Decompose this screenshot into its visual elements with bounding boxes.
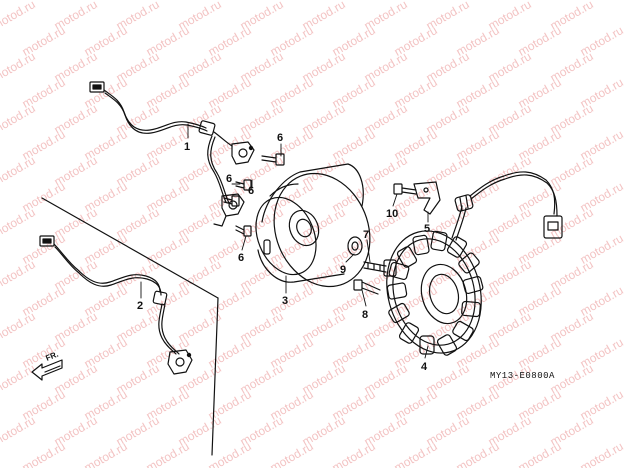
callout-10: 10 (386, 208, 398, 220)
callout-leaders (140, 123, 429, 359)
part-4-stator[interactable] (374, 171, 563, 364)
inset-panel-outline (41, 197, 219, 456)
drawing-code: MY13-E0800A (490, 371, 555, 381)
callout-6-right: 6 (248, 185, 254, 197)
part-9-washer[interactable] (347, 236, 363, 256)
part-2-pulse-generator-inset[interactable] (39, 235, 193, 375)
callout-6-top: 6 (277, 132, 283, 144)
front-direction-label: FR. (44, 350, 59, 363)
callout-8: 8 (362, 309, 368, 321)
part-3-flywheel[interactable] (245, 159, 386, 301)
callout-2: 2 (137, 300, 143, 312)
callout-3: 3 (282, 295, 288, 307)
callout-5: 5 (424, 223, 430, 235)
callout-1: 1 (184, 141, 190, 153)
callout-7: 7 (363, 229, 369, 241)
part-8-stator-bolt[interactable] (353, 279, 381, 295)
part-6-bolts[interactable] (223, 153, 285, 237)
part-10-bolt[interactable] (393, 183, 417, 195)
callout-labels: 1 2 3 4 5 6 6 6 6 7 8 9 10 (137, 132, 430, 373)
stator-coils (386, 230, 484, 356)
part-7-flywheel-bolt[interactable] (363, 259, 397, 277)
front-direction-arrow (31, 359, 63, 381)
callout-9: 9 (340, 264, 346, 276)
part-1-pulse-generator-harness[interactable] (89, 81, 255, 227)
part-5-wire-clamp[interactable] (413, 181, 441, 215)
callout-6-left: 6 (226, 173, 232, 185)
callout-4: 4 (421, 361, 428, 373)
callout-6-bottom: 6 (238, 252, 244, 264)
